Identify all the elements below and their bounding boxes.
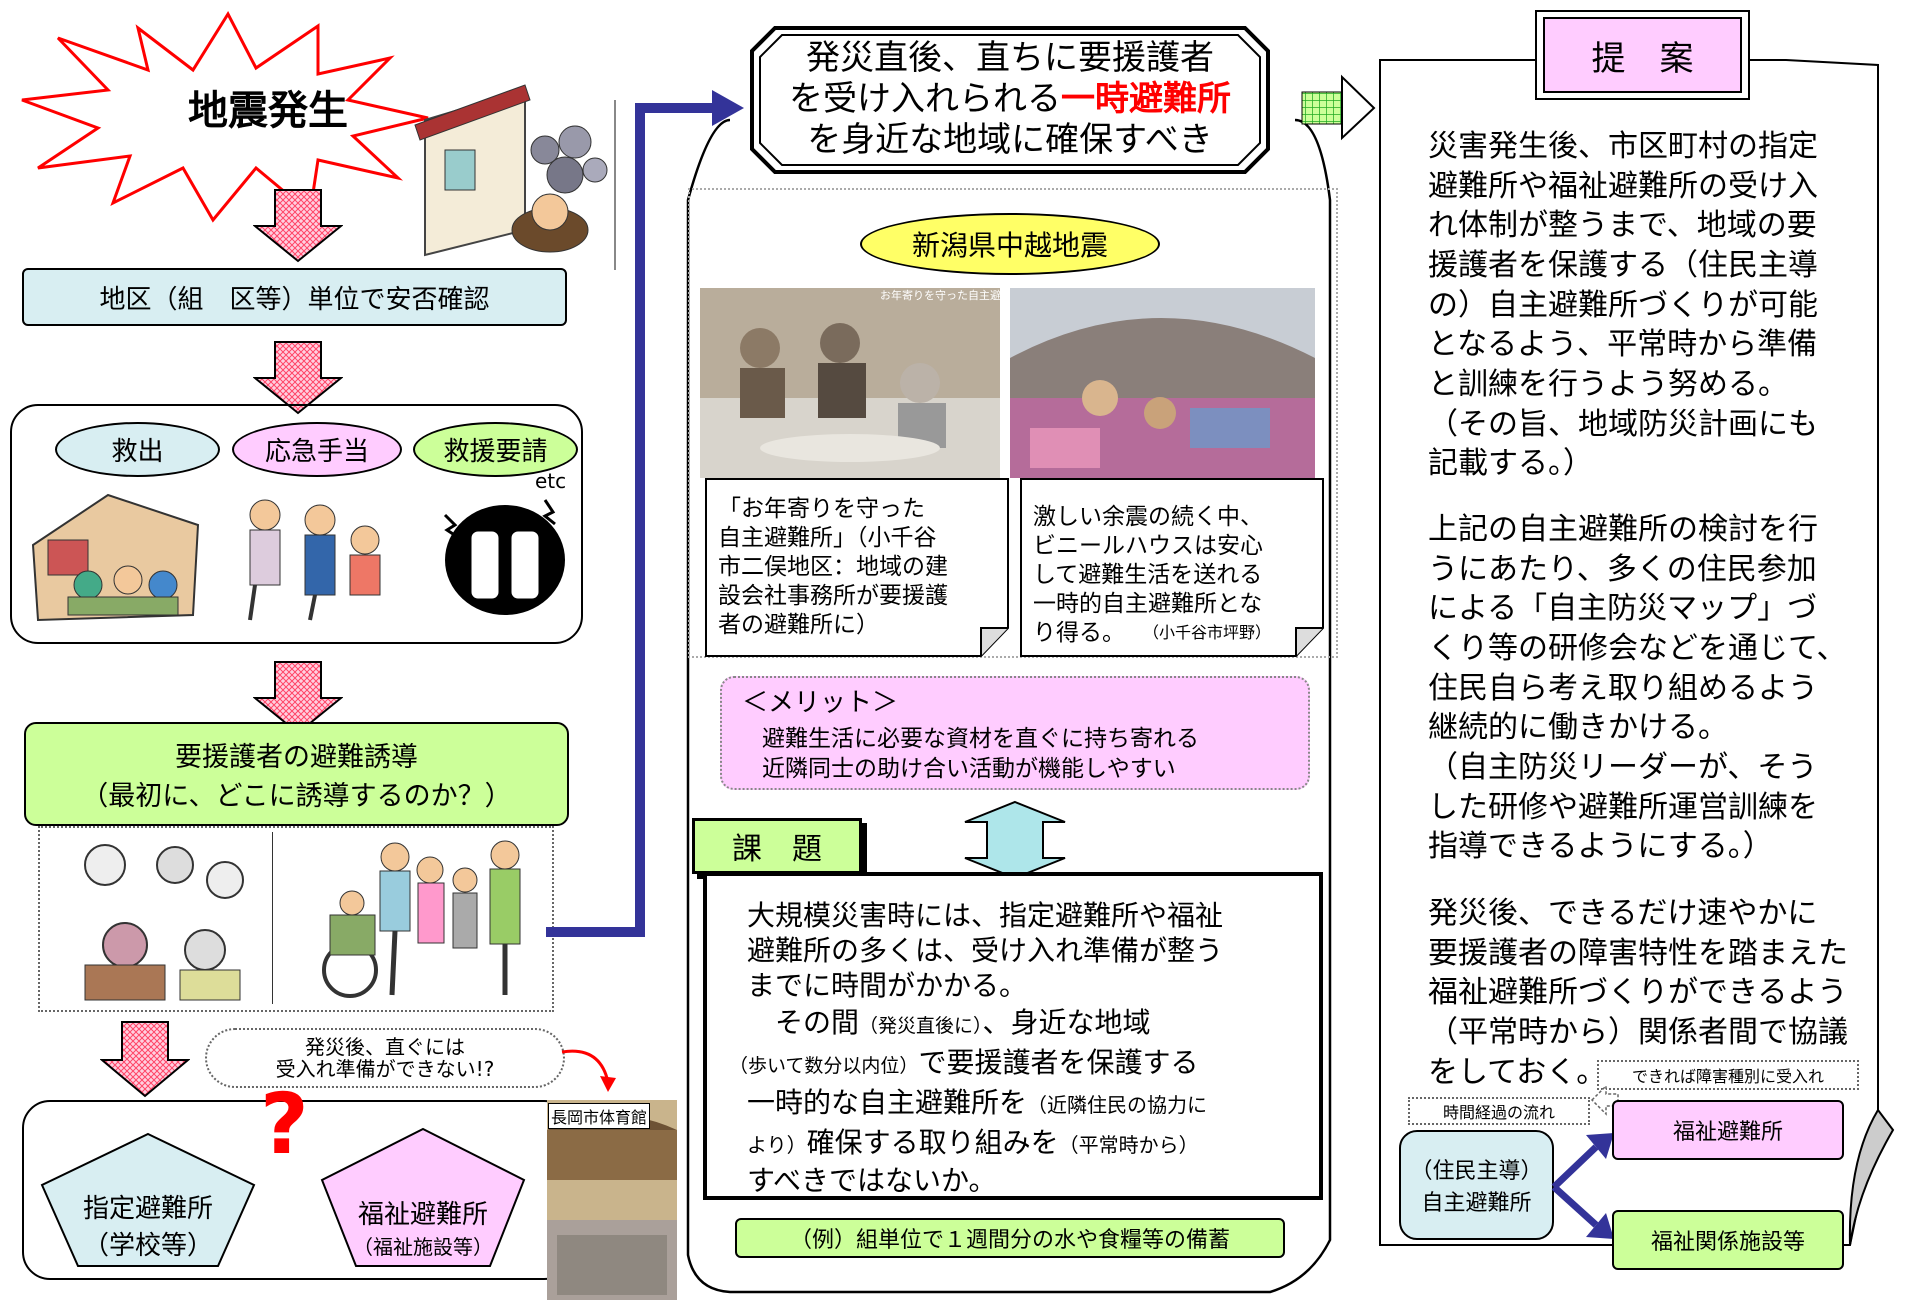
greenhouse-shelter-photo [1010,288,1315,478]
example-box: （例）組単位で１週間分の水や食糧等の備蓄 [735,1218,1285,1258]
caption2: 激しい余震の続く中、 ビニールハウスは安心 して避難生活を送れる 一時的自主避難… [1033,504,1263,646]
down-arrow-icon [253,661,343,735]
divider [272,832,273,1004]
welfare-facility-box: 福祉関係施設等 [1612,1210,1844,1270]
headline-line2a: を受け入れられる [789,78,1061,119]
first-aid-illustration [248,499,381,621]
issue-p4a: 一時的な自主避難所を [747,1086,1028,1119]
action-first-aid: 応急手当 [232,422,402,477]
headline-emphasis: 一時避難所 [1061,78,1231,119]
etc-label: etc [535,469,567,493]
branch-arrows-icon [1551,1133,1614,1239]
question-mark: ? [260,1075,309,1173]
headline-line2: を受け入れられる一時避難所 [760,79,1260,120]
time-flow-label: 時間経過の流れ [1408,1097,1590,1125]
bubble-line1: 発災後、直ぐには [305,1035,465,1059]
rescue-illustration [31,493,200,622]
headline-frame [750,26,1270,174]
down-arrow-icon [253,189,343,263]
proposal-para3: 発災後、できるだけ速やかに 要援護者の障害特性を踏まえた 福祉避難所づくりができ… [1428,896,1848,1090]
self-line2: 自主避難所 [1421,1191,1532,1216]
welfare-shelter-pentagon [320,1127,526,1267]
issue-p4: 一時的な自主避難所を（近隣住民の協力に [747,1086,1207,1119]
issue-p5a: より） [747,1133,807,1157]
connector-arrow [546,90,744,937]
guidance-line2: （最初に、どこに誘導するのか？） [81,781,512,812]
case-study-frame [688,188,1338,658]
quake-title: 地震発生 [188,88,348,134]
caption1-frame [705,478,1009,657]
issue-p5c: （平常時から） [1058,1133,1199,1157]
welfare-shelter-box: 福祉避難所 [1612,1100,1844,1160]
caption1: 「お年寄りを守った 自主避難所」（小千谷 市二俣地区：地域の建 設会社事務所が要… [718,496,948,638]
grid-arrow-icon [1301,74,1376,141]
wheelchair-group-illustration [322,840,521,998]
headline: 発災直後、直ちに要援護者 を受け入れられる一時避難所 を身近な地域に確保すべき [760,38,1260,160]
headline-line1: 発災直後、直ちに要援護者 [806,38,1214,78]
photo-overlay-text: お年寄りを守った自主避難所 [880,289,1023,302]
guidance-line1: 要援護者の避難誘導 [175,742,418,773]
designated-shelter-text: 指定避難所 （学校等） [38,1190,258,1261]
nagaoka-gym-photo [547,1100,677,1300]
proposal-title-frame: 提 案 [1535,10,1750,100]
evacuation-guidance-box: 要援護者の避難誘導 （最初に、どこに誘導するのか？） [24,722,569,826]
issue-p2b: （発災直後に） [859,1015,983,1037]
issue-p5b: 確保する取り組みを [806,1126,1059,1159]
issue-label: 課 題 [692,818,862,874]
initial-actions-box [10,404,583,644]
issue-p3: （歩いて数分以内位）で要援護者を保護する [729,1046,1198,1079]
safety-check-box: 地区（組 区等）単位で安否確認 [22,268,567,326]
down-arrow-icon [100,1021,190,1098]
evacuation-illustration-frame [38,826,554,1012]
shelter1-line2: （学校等） [82,1231,213,1261]
designated-shelter-pentagon [40,1132,256,1267]
proposal-title: 提 案 [1543,17,1742,93]
thought-bubble: 発災後、直ぐには 受入れ準備ができない!? [205,1028,565,1088]
issue-p3b: で要援護者を保護する [918,1046,1199,1079]
caption2-frame [1020,478,1324,657]
red-curved-arrow-icon [561,1049,616,1092]
issue-box: 大規模災害時には、指定避難所や福祉 避難所の多くは、受け入れ準備が整う までに時… [703,872,1323,1200]
helmet-group-illustration [84,844,244,1001]
double-arrow-icon [964,800,1066,880]
issue-p2a: その間 [747,1006,860,1039]
issue-p2c: 、身近な地域 [982,1006,1151,1039]
self-shelter-box: （住民主導） 自主避難所 [1399,1130,1554,1240]
bubble-line2: 受入れ準備ができない!? [275,1057,495,1081]
issue-p4b: （近隣住民の協力に [1027,1093,1208,1117]
collapsed-house-illustration [414,84,616,270]
note-by-disability: できれば障害種別に受入れ [1597,1060,1859,1090]
headline-line3: を身近な地域に確保すべき [807,119,1213,160]
issue-p5: より）確保する取り組みを（平常時から） [747,1126,1199,1159]
merit-line1: 避難生活に必要な資材を直ぐに持ち寄れる [762,726,1199,752]
shelter2-line2: （福祉施設等） [353,1235,493,1259]
proposal-para2: 上記の自主避難所の検討を行 うにあたり、多くの住民参加 による「自主防災マップ」… [1428,512,1847,865]
shelter1-line1: 指定避難所 [82,1194,213,1224]
radio-transceiver-icon [443,499,565,615]
down-arrow-icon [253,341,343,415]
nagaoka-gym-label: 長岡市体育館 [548,1103,651,1129]
merit-title: ＜メリット＞ [742,688,899,718]
action-rescue: 救出 [55,422,220,477]
caption2-note: （小千谷市坪野） [1143,623,1272,642]
merit-line2: 近隣同士の助け合い活動が機能しやすい [762,756,1176,782]
elderly-shelter-photo [700,288,1000,478]
action-request-aid: 救援要請 [413,422,578,477]
proposal-para1: 災害発生後、市区町村の指定 避難所や福祉避難所の受け入 れ体制が整うまで、地域の… [1428,129,1818,482]
proposal-frame [1379,59,1895,1246]
issue-p6: すべきではないか。 [747,1164,997,1197]
merit-box: ＜メリット＞ 避難生活に必要な資材を直ぐに持ち寄れる 近隣同士の助け合い活動が機… [720,676,1310,790]
issue-p2: その間（発災直後に）、身近な地域 [747,1006,1151,1039]
issue-p3a: （歩いて数分以内位） [729,1055,919,1077]
self-line1: （住民主導） [1410,1159,1543,1184]
case-label: 新潟県中越地震 [860,213,1160,275]
middle-column-frame [686,118,1332,1294]
welfare-shelter-text: 福祉避難所 （福祉施設等） [318,1192,528,1262]
issue-p1: 大規模災害時には、指定避難所や福祉 避難所の多くは、受け入れ準備が整う までに時… [747,899,1224,1002]
shelter2-line1: 福祉避難所 [357,1200,488,1230]
